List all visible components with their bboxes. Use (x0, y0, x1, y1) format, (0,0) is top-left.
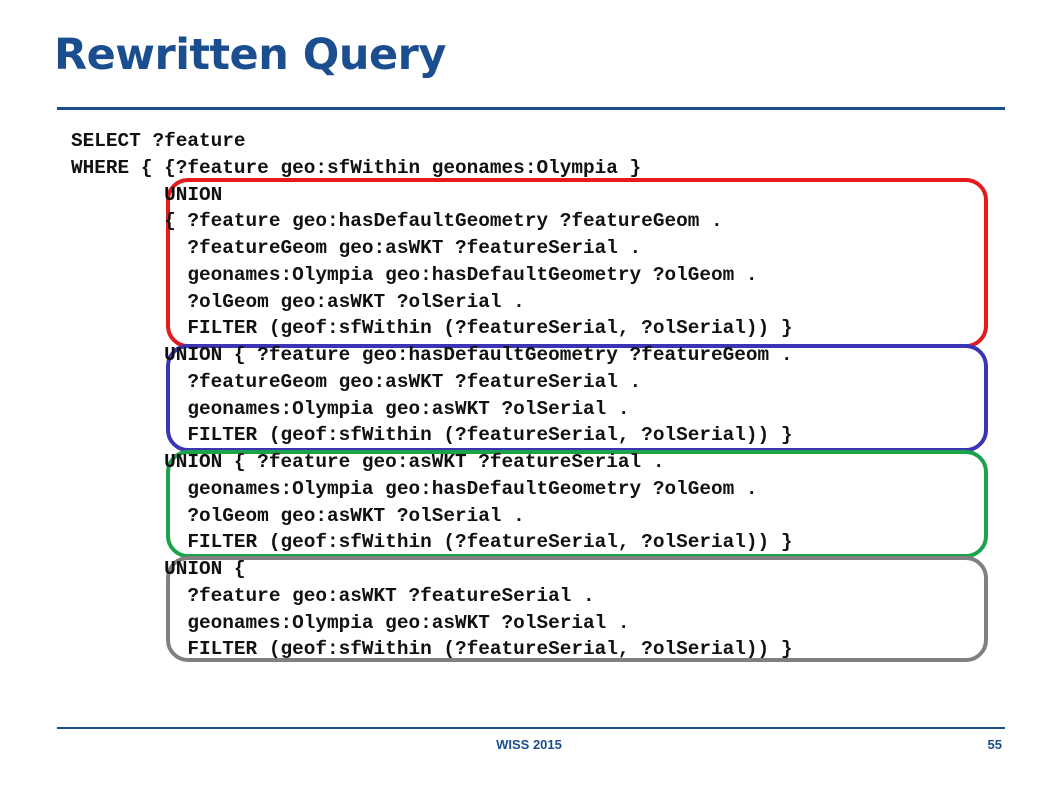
code-line: WHERE { {?feature geo:sfWithin geonames:… (71, 156, 642, 179)
footer-text: WISS 2015 (496, 737, 562, 752)
code-line: ?olGeom geo:asWKT ?olSerial . (71, 290, 525, 313)
code-line: UNION { (71, 558, 246, 580)
page-number: 55 (987, 737, 1002, 752)
footer-divider (57, 727, 1005, 729)
code-line: geonames:Olympia geo:asWKT ?olSerial . (71, 611, 630, 634)
title-divider (57, 107, 1005, 110)
code-line: UNION { ?feature geo:asWKT ?featureSeria… (71, 451, 665, 473)
code-line: UNION (71, 183, 223, 206)
code-line: UNION { ?feature geo:hasDefaultGeometry … (71, 344, 793, 366)
code-line: ?featureGeom geo:asWKT ?featureSerial . (71, 237, 642, 259)
code-line: geonames:Olympia geo:hasDefaultGeometry … (71, 477, 758, 500)
code-line: { ?feature geo:hasDefaultGeometry ?featu… (71, 210, 723, 233)
code-line: geonames:Olympia geo:hasDefaultGeometry … (71, 263, 758, 286)
code-line: FILTER (geof:sfWithin (?featureSerial, ?… (71, 638, 793, 661)
code-line: FILTER (geof:sfWithin (?featureSerial, ?… (71, 317, 793, 340)
code-line: ?feature geo:asWKT ?featureSerial . (71, 584, 595, 607)
code-line: ?olGeom geo:asWKT ?olSerial . (71, 504, 525, 527)
union-block-gray-outline (166, 556, 988, 662)
code-line: ?featureGeom geo:asWKT ?featureSerial . (71, 370, 642, 393)
code-line: geonames:Olympia geo:asWKT ?olSerial . (71, 397, 630, 420)
code-line: SELECT ?feature (71, 130, 246, 152)
code-line: FILTER (geof:sfWithin (?featureSerial, ?… (71, 531, 793, 554)
slide-title: Rewritten Query (54, 30, 446, 80)
code-line: FILTER (geof:sfWithin (?featureSerial, ?… (71, 424, 793, 447)
